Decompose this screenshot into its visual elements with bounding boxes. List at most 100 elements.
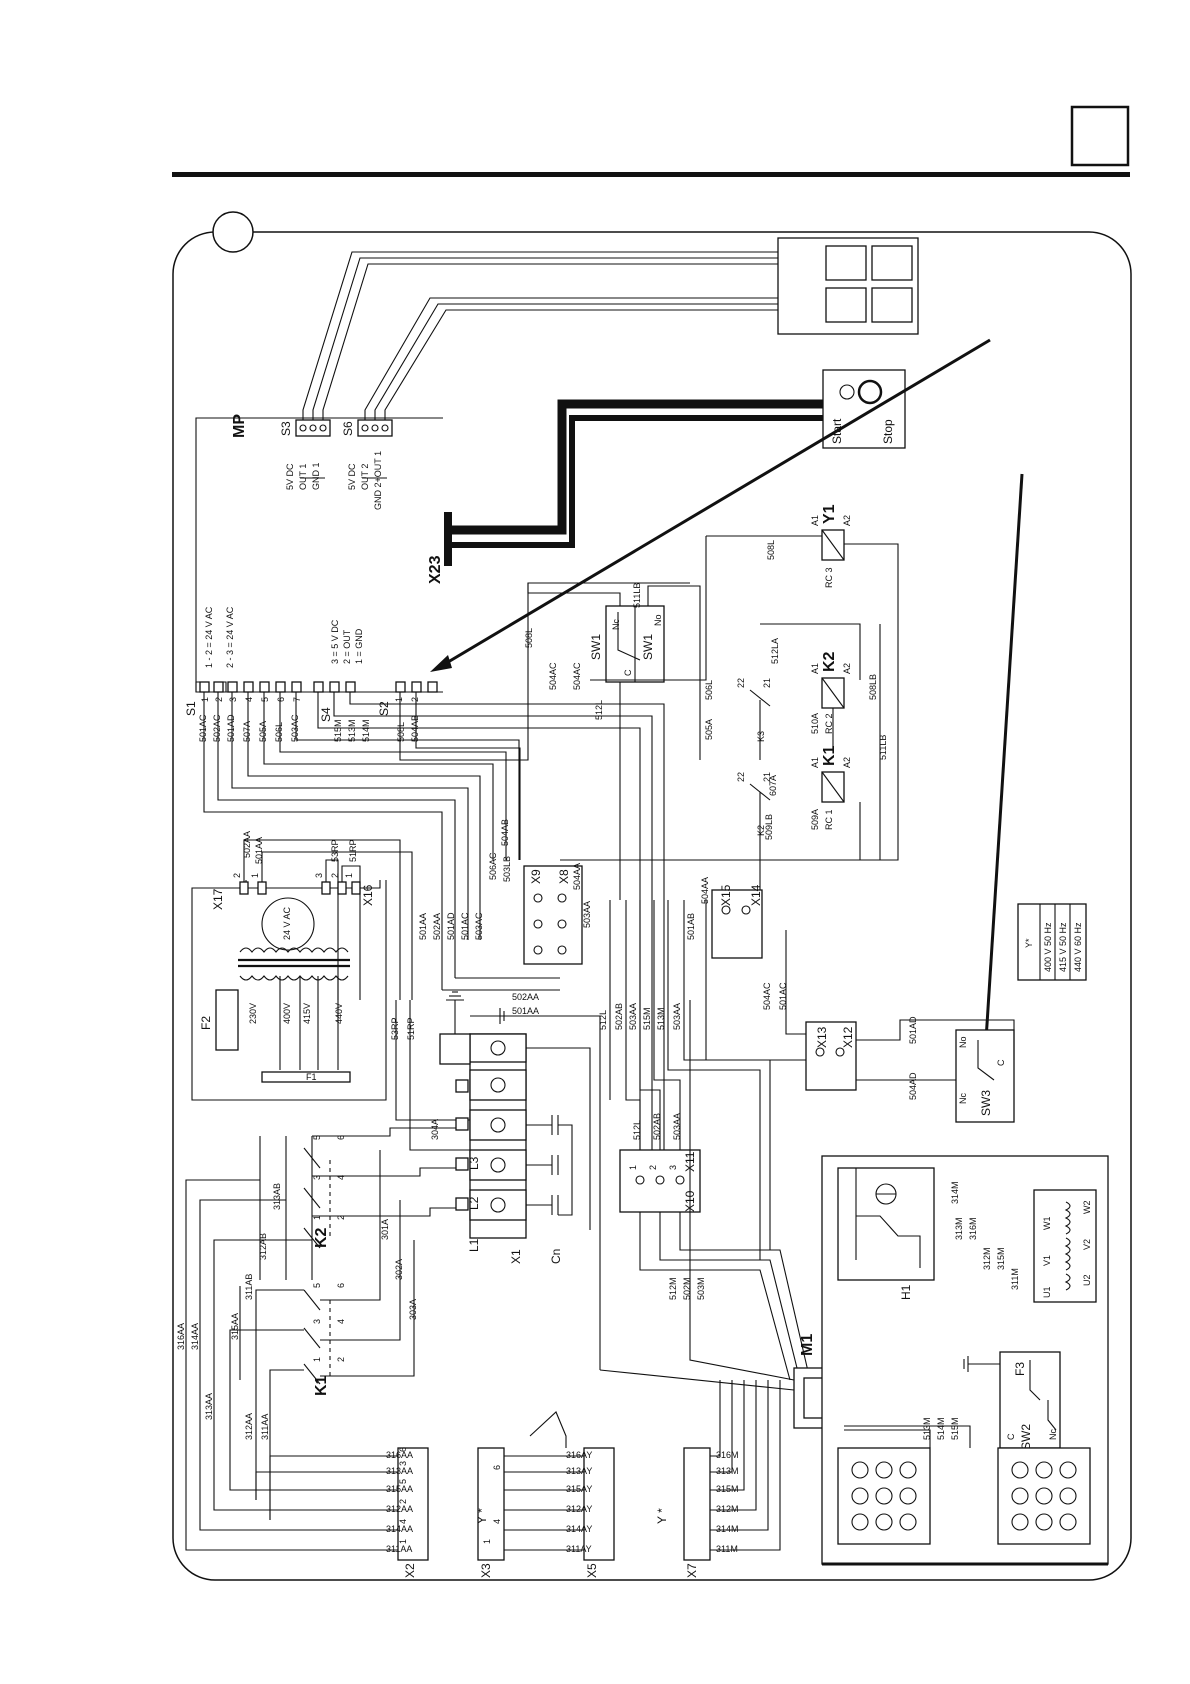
s4-note-2: 2 = OUT bbox=[342, 629, 352, 664]
k1-relay-rc: RC 1 bbox=[824, 809, 834, 830]
motor-wire-316M: 316M bbox=[968, 1217, 978, 1240]
winding-v2: V2 bbox=[1082, 1239, 1092, 1250]
wire-506L: 506L bbox=[704, 680, 714, 700]
x9-x8-connector: X9 X8 504AB 506AC 503LB 504AA 503AA bbox=[488, 819, 592, 965]
tap-440v: 440V bbox=[334, 1003, 344, 1024]
k2-c-3: 3 bbox=[312, 1175, 322, 1180]
tap-400v: 400V bbox=[282, 1003, 292, 1024]
sw1-label: SW1 bbox=[589, 634, 603, 660]
x2-pin-3: 3 bbox=[398, 1461, 408, 1466]
x11-x10-connector: X11 X10 1 2 3 512L 502AB 503AA 512M 502M… bbox=[619, 1113, 811, 1381]
motor-terminal-block-left bbox=[837, 1447, 931, 1545]
x16-pin-1: 1 bbox=[344, 873, 354, 878]
s6-pin-3: GND 2+OUT 1 bbox=[373, 451, 383, 510]
wire-316AA: 316AA bbox=[176, 1323, 186, 1350]
wire-311AB: 311AB bbox=[244, 1274, 254, 1300]
tap-230v: 230V bbox=[248, 1003, 258, 1024]
transformer-block: F2 F1 230V 400V 415V 440V 24 V AC X17 X1… bbox=[191, 831, 470, 1151]
sw1-no: No bbox=[653, 614, 663, 626]
s1-connector: S1 1 - 2 = 24 V AC 2 - 3 = 24 V AC 501AC… bbox=[184, 606, 302, 742]
indicator-arrow-sw3 bbox=[978, 473, 1024, 1052]
x7-wire-6: 316M bbox=[716, 1450, 739, 1460]
wire-501AB: 501AB bbox=[686, 913, 696, 940]
tr-wire-51RP: 51RP bbox=[348, 839, 358, 862]
wire-501AC-x13: 501AC bbox=[778, 982, 788, 1010]
y1-solenoid: Y1 A1 A2 RC 3 508L bbox=[560, 504, 899, 861]
tr-wire-53RP: 53RP bbox=[330, 839, 340, 862]
s1-pin-num-1: 1 bbox=[200, 697, 210, 702]
wire-301A: 301A bbox=[380, 1219, 390, 1240]
s1-pin-num-2: 2 bbox=[214, 697, 224, 702]
sw3-no: No bbox=[958, 1036, 968, 1048]
s6-pin-1: 5V DC bbox=[347, 463, 357, 490]
wire-504AA-x9: 504AA bbox=[572, 863, 582, 890]
x3-terminal: X3 Y * 1 4 6 bbox=[475, 1447, 505, 1578]
sensor-keypad bbox=[777, 237, 919, 335]
phase-l2: L2 bbox=[467, 1196, 481, 1210]
k2-contact-n1: 21 bbox=[762, 772, 772, 782]
wire-303A: 303A bbox=[408, 1299, 418, 1320]
wire-501AC: 501AC bbox=[460, 912, 470, 940]
sw3-wire-504AD: 504AD bbox=[908, 1072, 918, 1100]
sw2-c: C bbox=[1006, 1433, 1016, 1440]
x5-terminal: X5 311AY 314AY 312AY 315AY 313AY 316AY bbox=[504, 1411, 615, 1578]
k1-contactor-label: K1 bbox=[313, 1375, 330, 1396]
s1-wire-4: 507A bbox=[242, 721, 252, 742]
s1-wire-3: 501AD bbox=[226, 714, 236, 742]
k2-contact-n2: 22 bbox=[736, 772, 746, 782]
x2-wire-2: 314AA bbox=[386, 1524, 413, 1534]
h1-label: H1 bbox=[899, 1284, 913, 1300]
wire-503AA-2: 503AA bbox=[672, 1003, 682, 1030]
wire-505A: 505A bbox=[704, 719, 714, 740]
k2-relay-wire: 510A bbox=[810, 713, 820, 734]
x16-pin-3: 3 bbox=[314, 873, 324, 878]
tr-wire-502AA: 502AA bbox=[242, 831, 252, 858]
wire-504AA-x15: 504AA bbox=[700, 877, 710, 904]
voltage-row-1: 400 V 50 Hz bbox=[1043, 922, 1053, 972]
phase-l3: L3 bbox=[467, 1156, 481, 1170]
transformer-output-label: 24 V AC bbox=[282, 906, 292, 940]
wire-504AB: 504AB bbox=[500, 819, 510, 846]
s3-connector: S3 5V DC OUT 1 GND 1 bbox=[279, 419, 331, 490]
motor-terminal-block-right bbox=[997, 1447, 1091, 1545]
fuse-f1-label: F1 bbox=[306, 1072, 317, 1082]
tap-415v: 415V bbox=[302, 1003, 312, 1024]
x2-pin-6: 6 bbox=[398, 1447, 408, 1452]
motor-wire-311M: 311M bbox=[1010, 1268, 1020, 1290]
s1-wire-2: 502AC bbox=[212, 714, 222, 742]
sw3-label: SW3 bbox=[979, 1090, 993, 1116]
wire-304A: 304A bbox=[430, 1119, 440, 1140]
wire-512L-mid: 512L bbox=[594, 700, 604, 720]
sw1-label-2: SW1 bbox=[641, 634, 655, 660]
stop-button[interactable] bbox=[857, 379, 883, 405]
x13-label: X13 bbox=[815, 1026, 829, 1048]
mp-harness-wires bbox=[203, 582, 690, 1160]
mid-right-wires: 509LB 505A 506L 511LB 508LB 504AC 504AC … bbox=[524, 624, 888, 1061]
wire-314AA: 314AA bbox=[190, 1323, 200, 1350]
start-stop-panel: Start Stop bbox=[452, 369, 906, 548]
x3-pin-4: 4 bbox=[492, 1519, 502, 1524]
wire-503LB: 503LB bbox=[502, 856, 512, 882]
start-button[interactable] bbox=[839, 384, 855, 400]
k1-c-1: 1 bbox=[312, 1357, 322, 1362]
winding-u1: U1 bbox=[1042, 1286, 1052, 1298]
x1-label: X1 bbox=[509, 1249, 523, 1264]
winding-u2: U2 bbox=[1082, 1274, 1092, 1286]
s4-wire-2: 513M bbox=[347, 719, 357, 742]
x2-pin-1: 1 bbox=[398, 1539, 408, 1544]
wire-508LB: 508LB bbox=[868, 674, 878, 700]
k1-relay-label: K1 bbox=[821, 745, 838, 766]
k1-c-4: 4 bbox=[336, 1319, 346, 1324]
x7-label: X7 bbox=[685, 1563, 699, 1578]
x13-x12-connector: X13 X12 504AC 501AC bbox=[762, 982, 857, 1091]
sensor-cables bbox=[302, 251, 778, 420]
sw2-label: SW2 bbox=[1019, 1424, 1033, 1450]
motor-wire-313M: 313M bbox=[954, 1217, 964, 1240]
sw1-switch: SW1 SW1 Nc No C 511LB bbox=[527, 583, 701, 900]
wire-515M: 515M bbox=[642, 1007, 652, 1030]
x7-wire-3: 312M bbox=[716, 1504, 739, 1514]
wire-509LB: 509LB bbox=[764, 814, 774, 840]
diagram-frame bbox=[172, 231, 1132, 1581]
s1-pin-num-5: 5 bbox=[260, 697, 270, 702]
x2-terminal: X2 1 4 2 5 3 6 311AA 314AA 312AA 315AA 3… bbox=[185, 1400, 429, 1578]
